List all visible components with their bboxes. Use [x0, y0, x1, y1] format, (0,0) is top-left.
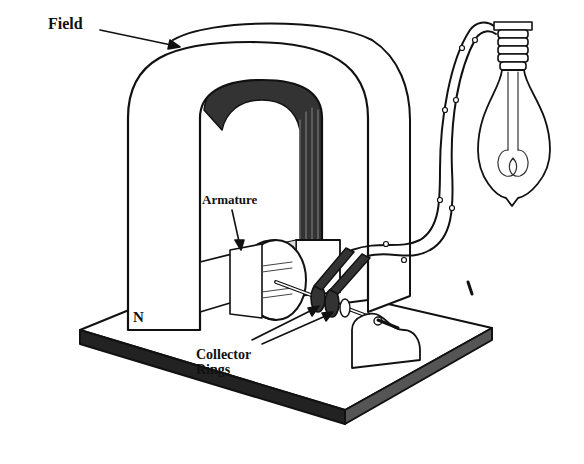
armature-winding — [262, 262, 292, 298]
lamp-filament — [498, 72, 528, 176]
ring-hub — [340, 299, 350, 317]
shaft-highlight — [276, 282, 378, 320]
part-label: Armature — [202, 193, 292, 207]
leader-lines — [100, 30, 333, 344]
lamp-bulb — [478, 70, 550, 206]
shaft — [276, 282, 378, 320]
wire — [352, 23, 494, 250]
base-board-front — [80, 330, 345, 424]
wire-staples — [384, 38, 478, 263]
peg — [468, 282, 472, 294]
part-label: Collector Rings — [196, 348, 272, 377]
shaft-end — [378, 320, 398, 328]
brush — [330, 254, 370, 294]
wire — [368, 31, 496, 256]
lamp-cap — [494, 22, 532, 30]
part-label: Field — [48, 16, 128, 33]
pole-marking: N — [133, 310, 153, 326]
bearing-stand — [352, 314, 420, 368]
lamp-base-threads — [498, 30, 528, 70]
armature-core — [230, 244, 262, 318]
